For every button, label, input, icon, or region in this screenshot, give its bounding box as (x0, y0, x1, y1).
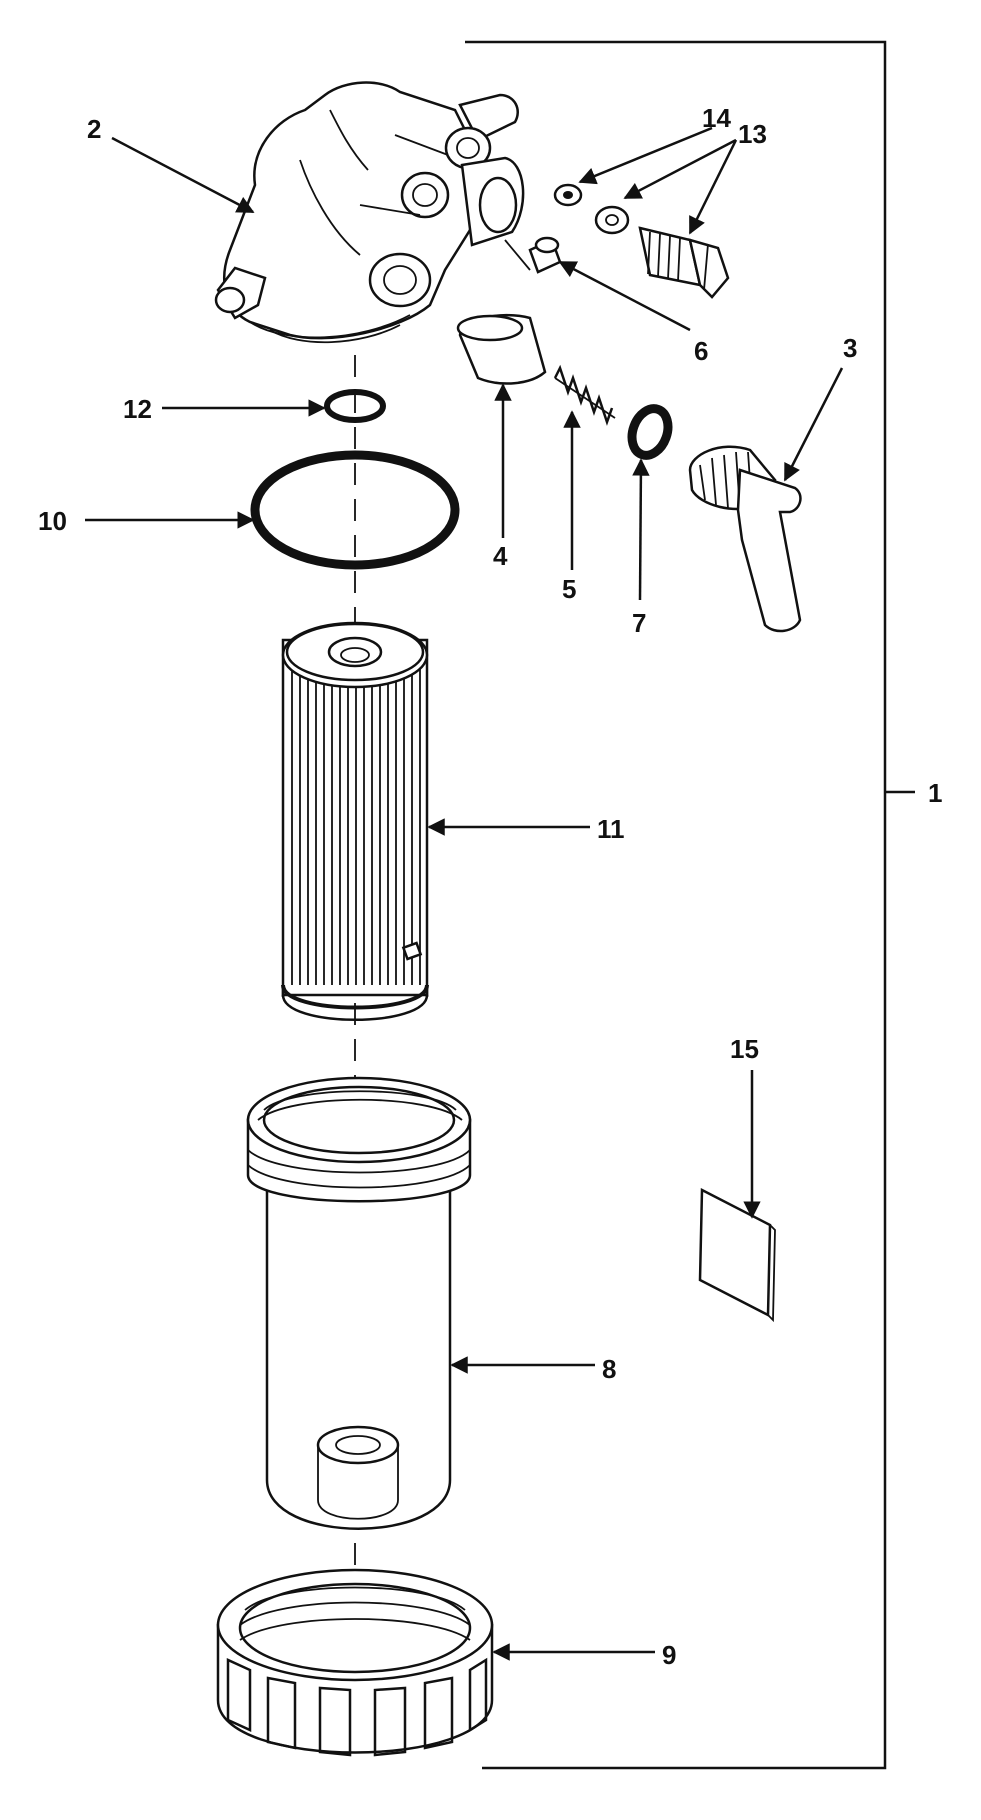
lock-washer (553, 183, 583, 207)
packing-ring (627, 404, 673, 460)
leader-lines (85, 126, 844, 1661)
callout-13: 13 (738, 119, 767, 149)
callout-5: 5 (562, 574, 576, 604)
small-o-ring (324, 389, 386, 423)
callout-8: 8 (602, 1354, 616, 1384)
drain-cock (688, 445, 802, 633)
callout-3: 3 (843, 333, 857, 363)
valve-body (456, 314, 547, 385)
filter-bowl (246, 1076, 472, 1530)
collar-ring (216, 1568, 494, 1757)
callout-15: 15 (730, 1034, 759, 1064)
callout-labels: 1 2 3 4 5 6 7 8 9 10 11 12 13 14 15 (38, 103, 942, 1670)
callout-4: 4 (493, 541, 508, 571)
callout-14: 14 (702, 103, 731, 133)
callout-7: 7 (632, 608, 646, 638)
filter-head (214, 81, 531, 344)
callout-1: 1 (928, 778, 942, 808)
callout-11: 11 (597, 814, 625, 844)
assembly-bracket (465, 40, 915, 1770)
spring (553, 364, 616, 426)
callout-6: 6 (694, 336, 708, 366)
callout-9: 9 (662, 1640, 676, 1670)
flat-washer (594, 205, 630, 235)
cap-screw (638, 226, 730, 299)
callout-10: 10 (38, 506, 67, 536)
callout-2: 2 (87, 114, 101, 144)
callout-12: 12 (123, 394, 152, 424)
large-gasket (250, 450, 460, 570)
pipe-plug (528, 236, 562, 274)
filter-element (281, 621, 429, 1021)
data-plate (698, 1187, 776, 1323)
